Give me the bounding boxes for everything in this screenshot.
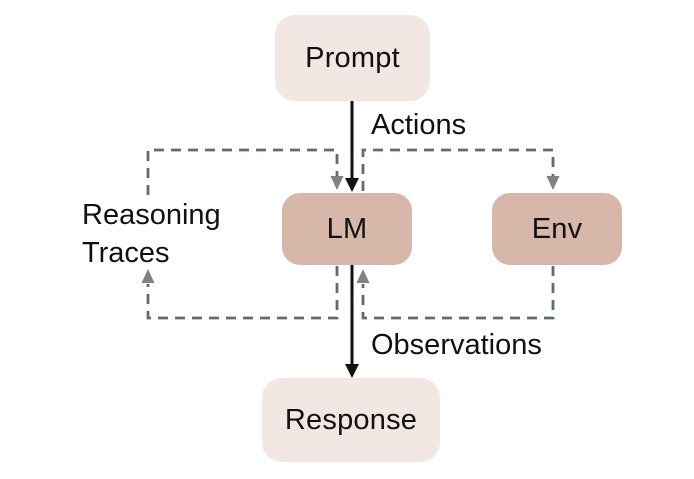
reasoning-loop-bottom-path [141,266,339,320]
lm-node: LM [282,193,412,265]
action-loop-top-path [361,148,560,191]
arrowhead-prompt-to-lm-icon [345,178,359,192]
lm-node-label: LM [326,212,368,245]
lm-to-response-arrow [345,265,359,378]
env-node-label: Env [531,212,583,245]
arrowhead-into-lm-bottom-icon [356,269,370,283]
prompt-node-label: Prompt [305,41,400,74]
response-node-label: Response [284,403,418,436]
prompt-node: Prompt [275,15,430,101]
reasoning-loop-top-path [146,148,344,195]
response-node: Response [262,378,440,462]
arrowhead-into-lm-top-icon [330,176,344,190]
reasoning-traces-label: Reasoning Traces [82,199,221,269]
arrowhead-lm-to-response-icon [345,364,359,378]
observation-loop-bottom-path [356,266,555,320]
prompt-to-lm-arrow [345,101,359,192]
actions-label: Actions [371,109,467,141]
arrowhead-into-env-icon [546,176,560,190]
env-node: Env [492,193,622,265]
observations-label: Observations [371,329,542,361]
